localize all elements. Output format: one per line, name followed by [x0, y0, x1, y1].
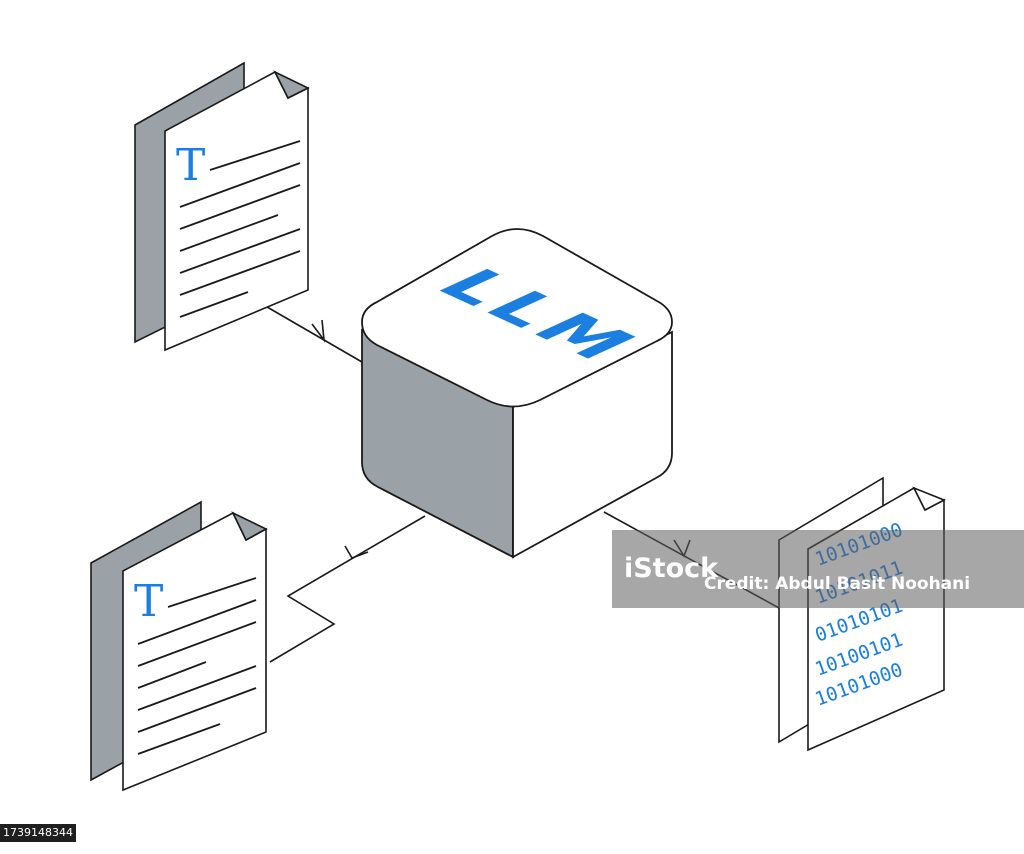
watermark-band: iStock Credit: Abdul Basit Noohani	[612, 530, 1024, 608]
input-arrow	[254, 299, 363, 363]
llm-cube-top-face	[361, 228, 673, 408]
output-document-text-lines	[137, 577, 257, 755]
output-document-letter: T	[134, 576, 163, 627]
input-document: T	[134, 61, 310, 352]
input-document-letter: T	[176, 140, 205, 191]
watermark-credit: Credit: Abdul Basit Noohani	[704, 574, 971, 594]
binary-document-fold	[912, 486, 946, 512]
llm-cube-left-face	[361, 328, 514, 559]
stock-id-label: 1739148344	[0, 824, 76, 842]
input-document-text-lines	[179, 140, 301, 318]
output-arrow	[269, 515, 426, 663]
llm-cube: LLM	[361, 228, 673, 559]
input-document-fold	[273, 70, 310, 100]
output-document: T	[90, 500, 268, 792]
output-document-fold	[231, 511, 268, 542]
watermark-logo: iStock	[624, 553, 719, 584]
